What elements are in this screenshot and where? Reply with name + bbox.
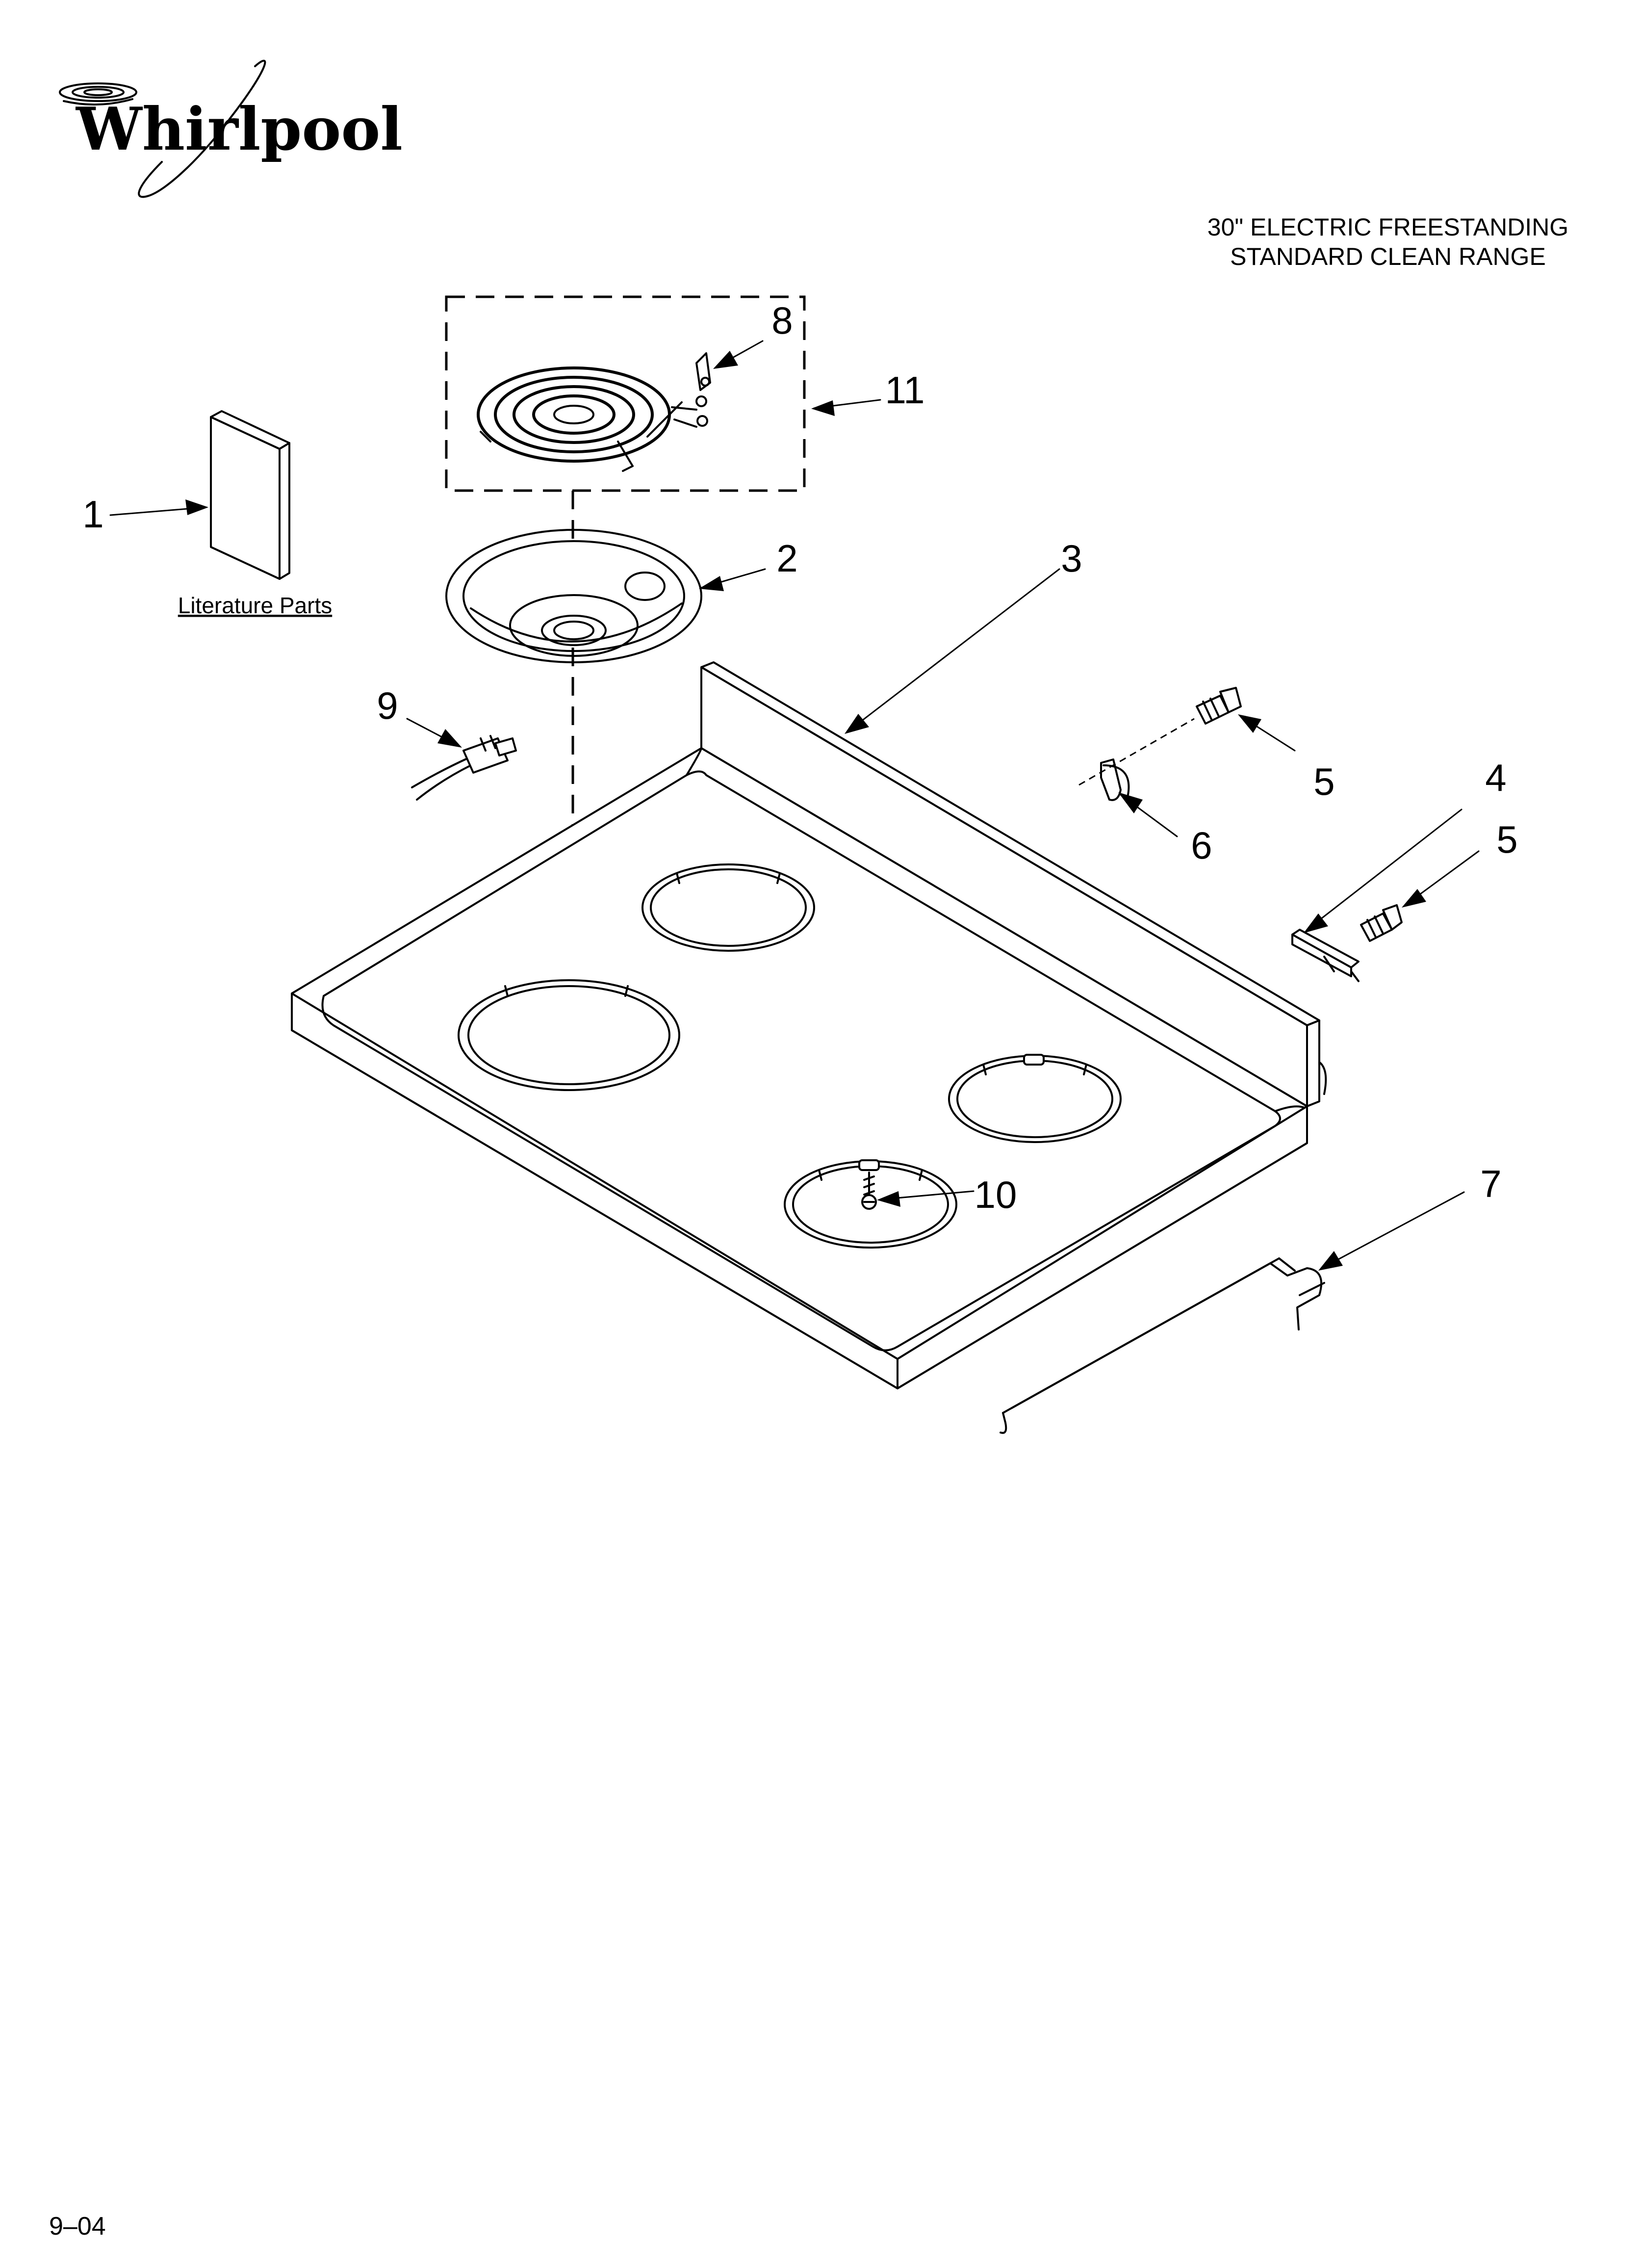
part-9-wire-connector: [411, 735, 517, 801]
arrow-11-icon: [811, 400, 835, 416]
leader-3: [847, 568, 1060, 732]
logo-text: Whirlpool: [75, 95, 403, 164]
callout-7: 7: [1480, 1162, 1501, 1205]
arrow-7-icon: [1318, 1251, 1343, 1271]
literature-parts-label: Literature Parts: [178, 593, 332, 618]
arrow-1-icon: [185, 499, 208, 515]
diagram-title-line-2: STANDARD CLEAN RANGE: [1230, 243, 1546, 270]
callout-8: 8: [771, 299, 793, 342]
logo-swoosh: [138, 59, 266, 198]
callout-1: 1: [82, 493, 103, 536]
arrow-3-icon: [845, 714, 869, 734]
callout-11: 11: [885, 368, 925, 412]
callout-5-lower: 5: [1496, 818, 1517, 861]
arrow-6-icon: [1118, 792, 1143, 813]
part-8-terminal-clip: [695, 352, 711, 391]
element-terminals: [671, 395, 708, 428]
whirlpool-logo: Whirlpool: [59, 59, 403, 198]
callout-9: 9: [377, 684, 398, 727]
swirl-emblem-icon: [59, 82, 137, 106]
arrow-4-icon: [1304, 913, 1328, 933]
diagram-title-line-1: 30" ELECTRIC FREESTANDING: [1207, 213, 1568, 241]
part-5-lower-screw: [1360, 904, 1403, 942]
leader-4: [1306, 808, 1462, 931]
callout-6: 6: [1191, 824, 1212, 867]
part-4-bracket: [1291, 929, 1360, 982]
part-5-upper-alignment-line: [1078, 718, 1195, 786]
arrow-10-icon: [877, 1191, 900, 1207]
arrow-2-icon: [699, 576, 724, 591]
surface-element-coil: [477, 366, 683, 472]
part-5-upper-screw: [1196, 687, 1242, 725]
leader-7: [1321, 1191, 1465, 1269]
part-10-screw: [861, 1172, 877, 1210]
burner-opening-left-rear: [641, 863, 815, 952]
part-11-assembly-box: [445, 295, 806, 492]
callout-10: 10: [975, 1173, 1017, 1216]
arrow-5-upper-icon: [1238, 714, 1261, 733]
burner-opening-right-rear: [948, 1054, 1122, 1143]
footer-date-code: 9–04: [49, 2212, 106, 2241]
burner-opening-right-front: [784, 1159, 957, 1249]
callout-3: 3: [1061, 537, 1082, 580]
part-3-cooktop: [291, 661, 1327, 1389]
part-1-literature: [210, 410, 290, 580]
arrow-8-icon: [713, 351, 738, 369]
callout-4: 4: [1485, 756, 1506, 799]
burner-opening-left-front: [458, 979, 680, 1091]
arrow-5-lower-icon: [1402, 889, 1426, 908]
callout-2: 2: [776, 537, 797, 580]
part-7-rod: [1000, 1257, 1325, 1434]
callout-5-upper: 5: [1313, 760, 1334, 803]
part-2-drip-bowl: [445, 529, 702, 663]
arrow-9-icon: [437, 729, 462, 748]
part-6-clip: [1100, 758, 1130, 801]
